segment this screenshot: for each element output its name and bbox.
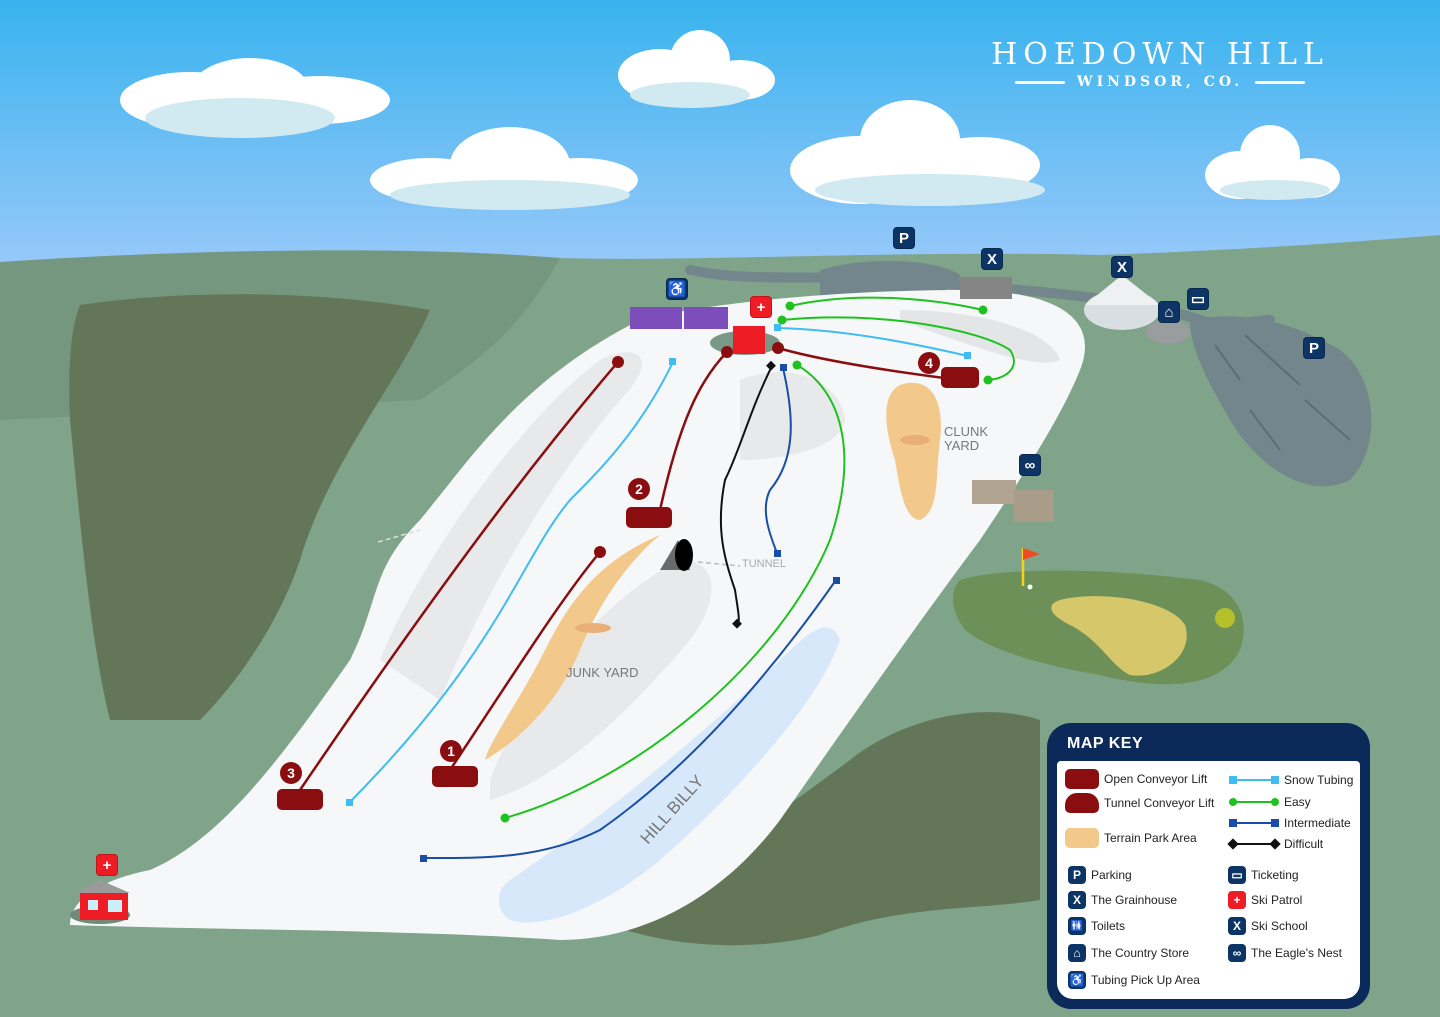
key-intermediate: Intermediate bbox=[1229, 816, 1351, 830]
parking-icon-top[interactable]: P bbox=[893, 227, 915, 249]
tubing-building-2 bbox=[684, 307, 728, 329]
lodge-red bbox=[733, 326, 765, 354]
resort-title: HOEDOWN HILL WINDSOR, CO. bbox=[960, 37, 1360, 91]
key-tubing-pickup: ♿ Tubing Pick Up Area bbox=[1068, 971, 1200, 989]
lift-4-number[interactable]: 4 bbox=[918, 352, 940, 374]
toilets-icon: 🚻 bbox=[1068, 917, 1086, 935]
intermediate-line-icon bbox=[1229, 818, 1279, 828]
key-ski-patrol: + Ski Patrol bbox=[1228, 891, 1302, 909]
key-tunnel-conveyor-lift: Tunnel Conveyor Lift bbox=[1065, 793, 1214, 813]
grainhouse-icon: X bbox=[1068, 891, 1086, 909]
clouds bbox=[120, 30, 1340, 210]
key-ski-school: X Ski School bbox=[1228, 917, 1308, 935]
difficult-line-icon bbox=[1227, 838, 1281, 850]
ticketing-icon[interactable]: ▭ bbox=[1187, 288, 1209, 310]
key-grainhouse: X The Grainhouse bbox=[1068, 891, 1177, 909]
tunnel-label: TUNNEL bbox=[742, 558, 787, 570]
key-terrain-park: Terrain Park Area bbox=[1065, 828, 1197, 848]
junk-yard-label: JUNK YARD bbox=[566, 665, 639, 680]
parking-icon-right[interactable]: P bbox=[1303, 337, 1325, 359]
title-rule-left bbox=[1014, 80, 1065, 84]
forest-left bbox=[69, 294, 430, 720]
easy-line-icon bbox=[1229, 797, 1279, 807]
key-difficult: Difficult bbox=[1227, 837, 1323, 851]
junk-yard-park bbox=[485, 535, 660, 760]
tubing-pickup-icon: ♿ bbox=[1068, 971, 1086, 989]
country-store-building bbox=[1146, 320, 1190, 344]
parking-lot-top bbox=[820, 260, 960, 300]
country-store-icon[interactable]: ⌂ bbox=[1158, 301, 1180, 323]
parking-lot-right bbox=[1190, 316, 1372, 487]
ski-school-building bbox=[960, 277, 1012, 299]
key-open-conveyor-lift: Open Conveyor Lift bbox=[1065, 769, 1207, 789]
key-easy: Easy bbox=[1229, 795, 1311, 809]
ski-patrol-icon-base[interactable]: + bbox=[96, 854, 118, 876]
eagles-nest-icon[interactable]: ∞ bbox=[1019, 454, 1041, 476]
key-snow-tubing: Snow Tubing bbox=[1229, 773, 1353, 787]
ski-school-icon: X bbox=[1228, 917, 1246, 935]
country-store-icon: ⌂ bbox=[1068, 944, 1086, 962]
ski-patrol-icon-top[interactable]: + bbox=[750, 296, 772, 318]
lift-2-number[interactable]: 2 bbox=[628, 478, 650, 500]
grainhouse-icon[interactable]: X bbox=[1111, 256, 1133, 278]
parking-icon: P bbox=[1068, 866, 1086, 884]
lift-1-tunnel-icon[interactable] bbox=[432, 766, 478, 787]
map-key: MAP KEY Open Conveyor Lift Tunnel Convey… bbox=[1047, 723, 1370, 1009]
clunk-yard-label-line1: CLUNK bbox=[944, 424, 989, 439]
tubing-building-1 bbox=[630, 307, 682, 329]
key-toilets: 🚻 Toilets bbox=[1068, 917, 1125, 935]
lift-1-number[interactable]: 1 bbox=[440, 740, 462, 762]
tunnel-lift-icon bbox=[1065, 793, 1099, 813]
lift-3-tunnel-icon[interactable] bbox=[277, 789, 323, 810]
ski-patrol-icon: + bbox=[1228, 891, 1246, 909]
lift-2-tunnel-icon[interactable] bbox=[626, 507, 672, 528]
resort-location: WINDSOR, CO. bbox=[1076, 74, 1244, 90]
map-key-title: MAP KEY bbox=[1067, 735, 1144, 752]
key-country-store: ⌂ The Country Store bbox=[1068, 944, 1189, 962]
ticketing-icon: ▭ bbox=[1228, 866, 1246, 884]
lift-4-open-icon[interactable] bbox=[941, 367, 979, 388]
snow-tubing-line-icon bbox=[1229, 775, 1279, 785]
lift-lines bbox=[298, 346, 961, 791]
terrain-park-swatch bbox=[1065, 828, 1099, 848]
key-eagles-nest: ∞ The Eagle's Nest bbox=[1228, 944, 1342, 962]
ski-school-icon[interactable]: X bbox=[981, 248, 1003, 270]
clunk-yard-label-line2: YARD bbox=[944, 438, 980, 453]
key-parking: P Parking bbox=[1068, 866, 1132, 884]
tubing-pickup-icon[interactable]: ♿ bbox=[666, 278, 688, 300]
key-ticketing: ▭ Ticketing bbox=[1228, 866, 1299, 884]
forest-right bbox=[610, 712, 1040, 946]
eagles-nest-icon: ∞ bbox=[1228, 944, 1246, 962]
resort-name: HOEDOWN HILL bbox=[991, 37, 1329, 72]
clunk-yard-park bbox=[886, 382, 941, 520]
lift-3-number[interactable]: 3 bbox=[280, 762, 302, 784]
title-rule-right bbox=[1255, 80, 1306, 84]
open-lift-icon bbox=[1065, 769, 1099, 789]
